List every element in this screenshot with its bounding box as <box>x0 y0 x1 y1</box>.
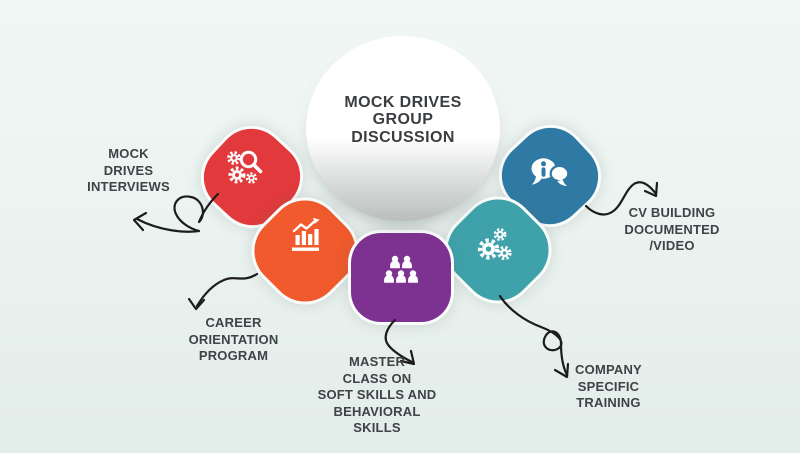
label-cv-building-documented-video: CV BUILDING DOCUMENTED /VIDEO <box>624 205 720 253</box>
arrowhead-cv-building <box>643 181 659 198</box>
arrowhead-career-orientation <box>187 297 206 311</box>
label-company-specific-training: COMPANY SPECIFIC TRAINING <box>575 362 642 410</box>
three-gears-icon <box>474 226 518 270</box>
arrow-mock-drives-interviews <box>135 192 220 233</box>
label-mock-drives-interviews: MOCK DRIVES INTERVIEWS <box>87 146 170 194</box>
label-career-orientation-program: CAREER ORIENTATION PROGRAM <box>188 315 279 363</box>
gears-magnifier-icon <box>225 150 269 194</box>
arrow-cv-building <box>584 181 658 216</box>
arrow-master-class <box>384 318 414 364</box>
arrowhead-mock-drives-interviews <box>132 211 148 232</box>
arrow-company-training <box>498 294 569 377</box>
growth-bar-chart-icon <box>285 214 329 258</box>
chat-info-bubbles-icon <box>528 155 572 199</box>
center-circle: MOCK DRIVES GROUP DISCUSSION <box>306 36 500 221</box>
arrowhead-company-training <box>553 362 570 379</box>
center-title: MOCK DRIVES GROUP DISCUSSION <box>344 93 462 146</box>
arrow-career-orientation <box>195 272 259 308</box>
arrowhead-master-class <box>399 349 416 366</box>
label-master-class-soft-skills: MASTER CLASS ON SOFT SKILLS AND BEHAVIOR… <box>317 354 437 435</box>
